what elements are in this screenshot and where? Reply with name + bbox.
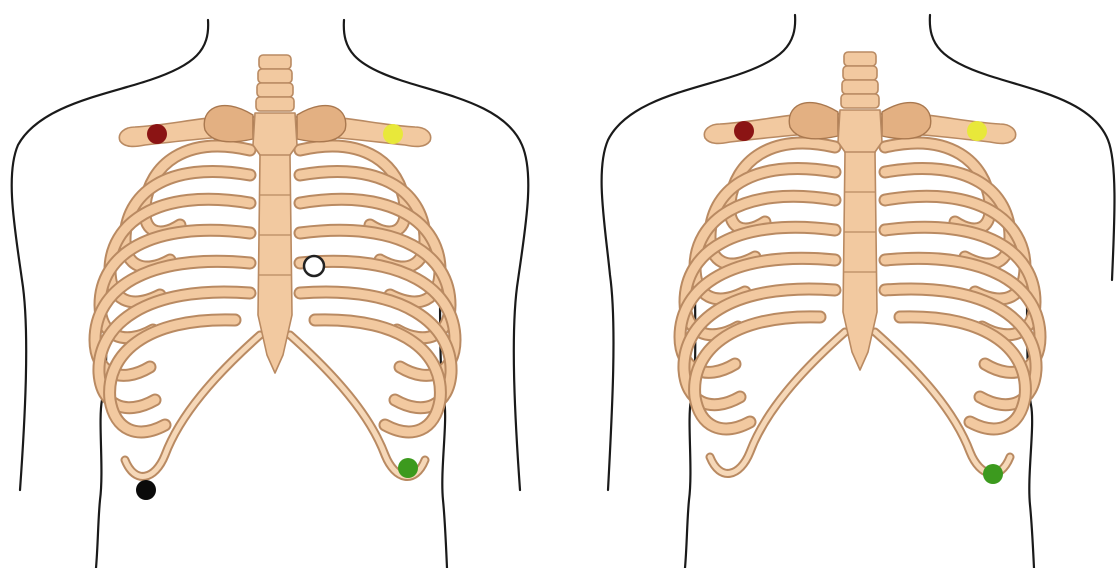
left-torso-panel [12,20,529,568]
right-arm-electrode [147,124,167,144]
left-leg-electrode [398,458,418,478]
left-ribcage [95,55,455,476]
left-arm-electrode [383,124,403,144]
chest-electrode [304,256,324,276]
right-torso-panel [602,15,1115,568]
left-arm-electrode [967,121,987,141]
right-leg-electrode [136,480,156,500]
left-leg-electrode [983,464,1003,484]
right-arm-electrode [734,121,754,141]
right-ribcage [680,52,1040,473]
